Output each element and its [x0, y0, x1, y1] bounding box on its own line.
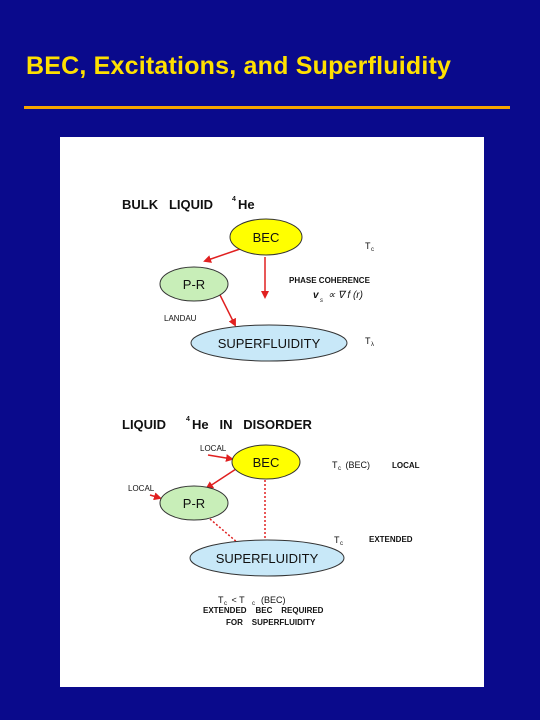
phase-coherence-label: PHASE COHERENCE	[289, 276, 371, 285]
bulk-isotope-sup: 4	[232, 196, 236, 203]
disorder-arrow-local-to-pr	[149, 492, 162, 501]
disorder-tbec-label: T	[332, 460, 338, 470]
bulk-pr-ellipse	[159, 266, 229, 302]
bec-diagram: BULK LIQUID 4 He BEC T c P-R PHASE COHER…	[122, 196, 420, 627]
disorder-heading-a: LIQUID	[122, 417, 166, 432]
bulk-tlambda-sub: λ	[371, 342, 374, 348]
slide-title: BEC, Excitations, and Superfluidity	[26, 52, 452, 80]
disorder-extended-label: EXTENDED	[369, 535, 413, 544]
disorder-arrow-bec-to-pr	[205, 468, 237, 490]
disorder-bec-label: BEC	[253, 455, 280, 470]
disorder-isotope-sup: 4	[186, 416, 190, 423]
phase-equation: ∝ ∇ f (r)	[328, 290, 363, 301]
disorder-local-left: LOCAL	[128, 484, 155, 493]
bulk-pr-label: P-R	[183, 277, 205, 292]
bulk-bec-label: BEC	[253, 230, 280, 245]
disorder-arrow-local-to-bec	[207, 454, 234, 462]
bulk-superfluidity-label: SUPERFLUIDITY	[218, 336, 321, 351]
ineq-t1-sub: c	[224, 601, 227, 607]
velocity-symbol: v	[313, 290, 320, 301]
disorder-tc-sub: c	[340, 541, 343, 547]
ineq-t2-sub: c	[252, 601, 255, 607]
velocity-sub: s	[320, 298, 323, 304]
bulk-tc-sub: c	[371, 247, 374, 253]
disorder-local-top: LOCAL	[200, 444, 227, 453]
disorder-tc-label: T	[334, 535, 340, 545]
note-line-2: FOR SUPERFLUIDITY	[226, 618, 316, 627]
bulk-superfluidity-ellipse	[190, 324, 348, 362]
landau-label: LANDAU	[164, 314, 197, 323]
disorder-pr-ellipse	[159, 485, 229, 521]
figure-panel: BULK LIQUID 4 He BEC T c P-R PHASE COHER…	[60, 137, 484, 687]
disorder-pr-label: P-R	[183, 496, 205, 511]
bulk-tc-label: T	[365, 241, 371, 251]
disorder-superfluidity-label: SUPERFLUIDITY	[216, 551, 319, 566]
title-underline	[24, 106, 510, 109]
bulk-arrow-pr-to-sf	[219, 294, 236, 327]
disorder-tbec-sub: c	[338, 466, 341, 472]
note-line-1: EXTENDED BEC REQUIRED	[203, 606, 324, 615]
disorder-heading-b: He IN DISORDER	[192, 417, 313, 432]
bulk-arrow-bec-to-pr	[203, 248, 241, 263]
disorder-superfluidity-ellipse	[189, 539, 345, 577]
disorder-local-right: LOCAL	[392, 461, 420, 470]
bulk-tlambda-label: T	[365, 336, 371, 346]
ineq-t1: T	[218, 595, 224, 605]
bulk-heading: BULK LIQUID	[122, 197, 213, 212]
ineq-mid: < T	[229, 595, 245, 605]
bulk-bec-ellipse	[229, 218, 303, 256]
disorder-bec-ellipse	[231, 444, 301, 480]
bulk-isotope: He	[238, 197, 255, 212]
disorder-dotted-pr-to-sf	[209, 518, 239, 544]
ineq-rest: (BEC)	[256, 595, 286, 605]
disorder-tbec-rest: (BEC)	[343, 460, 370, 470]
